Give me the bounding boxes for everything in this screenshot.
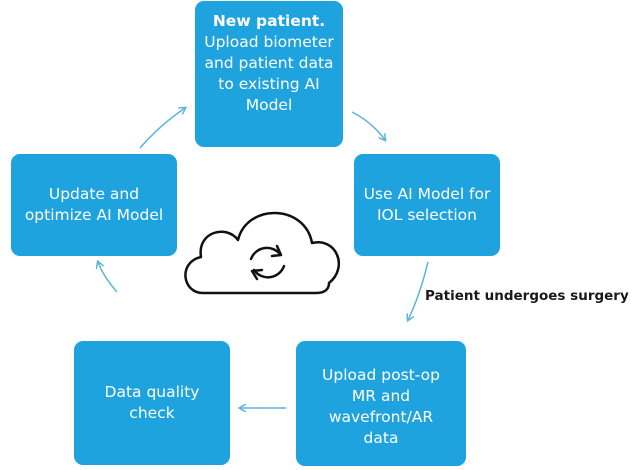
arrow-left-to-top [139, 108, 185, 149]
step-text-line: Upload biometer [204, 33, 334, 51]
step-new-patient: New patient. Upload biometer and patient… [195, 1, 343, 147]
step-text-line: Data quality [104, 383, 200, 401]
sync-icon [249, 244, 286, 281]
step-text-line: Use AI Model for [363, 185, 491, 203]
step-update-model: Update and optimize AI Model [11, 154, 177, 256]
step-upload-post-op: Upload post-op MR and wavefront/AR data [296, 341, 466, 466]
arrow-top-to-right [351, 111, 385, 140]
step-text-line: to existing AI [218, 75, 320, 93]
cloud-icon [184, 211, 340, 295]
cloud-sync-icon [184, 211, 340, 295]
step-text-line: IOL selection [376, 206, 477, 224]
step-title: New patient. [212, 12, 326, 30]
step-text-line: Model [245, 96, 293, 114]
step-use-model: Use AI Model for IOL selection [354, 154, 500, 256]
step-data-quality-check: Data quality check [74, 341, 230, 465]
surgery-annotation: Patient undergoes surgery [425, 288, 629, 304]
step-text-line: Upload post-op [322, 365, 440, 384]
step-text-line: and patient data [204, 54, 334, 72]
arrow-bottom-left-to-left [98, 262, 118, 293]
step-text-line: check [129, 404, 175, 422]
step-text-line: optimize AI Model [24, 206, 164, 224]
step-text-line: Update and [48, 185, 140, 203]
arrow-right-to-bottom-right [408, 261, 429, 320]
step-text-line: MR and [351, 386, 411, 405]
step-text-line: wavefront/AR [328, 407, 434, 426]
step-text-line: data [363, 428, 399, 447]
